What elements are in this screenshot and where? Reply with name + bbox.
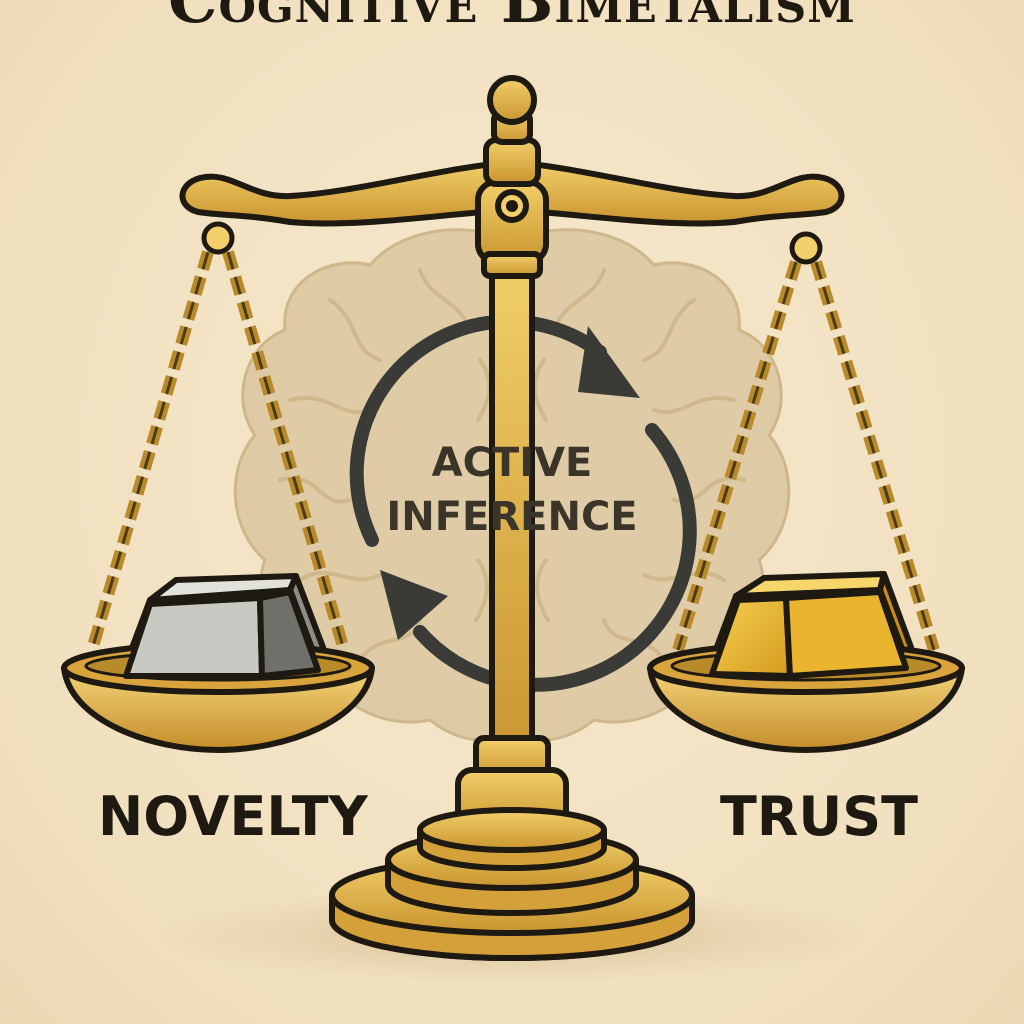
cycle-arrowheads [380,326,640,640]
center-label-line2: INFERENCE [386,494,638,540]
scale-base [329,807,695,961]
left-chain [86,221,350,652]
scale-pillar [455,247,569,833]
left-pan-label: NOVELTY [98,785,368,848]
scale-finial [475,75,549,279]
right-pan-label: TRUST [720,785,918,848]
right-chain [672,231,940,652]
center-label-line1: ACTIVE [431,440,593,486]
page-title: Cognitive Bimetalism [168,0,856,37]
gold-ingot-front [709,589,909,679]
cycle-arrows-icon [349,314,697,692]
center-label: ACTIVE INFERENCE [380,436,644,544]
silver-ingot-front [123,589,321,679]
